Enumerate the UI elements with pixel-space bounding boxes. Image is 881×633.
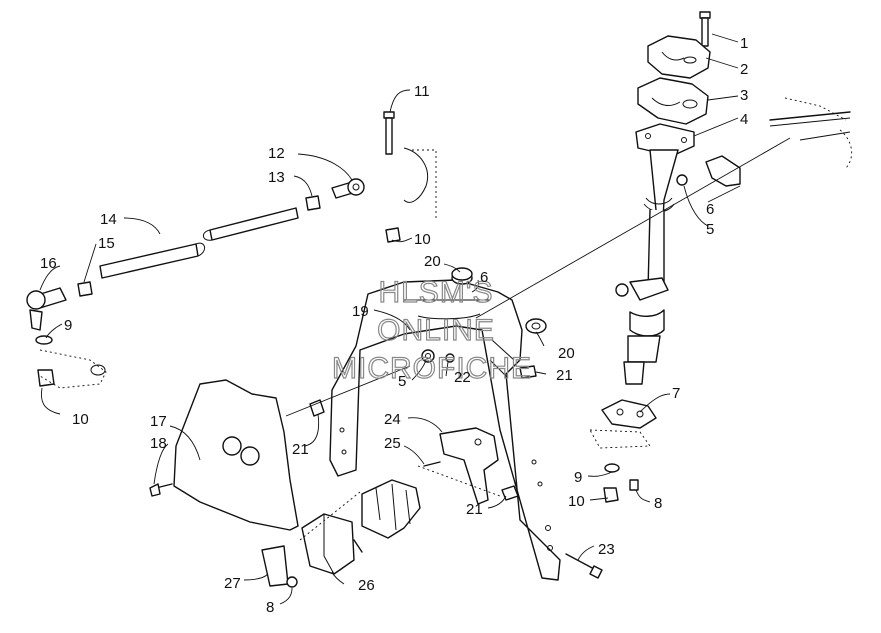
callout-3: 3 (740, 87, 748, 104)
callout-5-top: 5 (706, 221, 714, 238)
callout-labels: 1 2 3 4 5 5 6 6 7 8 8 9 9 10 10 10 11 12… (40, 35, 748, 616)
callout-16: 16 (40, 255, 57, 272)
callout-21-left: 21 (292, 441, 309, 458)
watermark-line-2: ONLINE (377, 314, 495, 347)
callout-23: 23 (598, 541, 615, 558)
callout-8-bottom: 8 (266, 599, 274, 616)
callout-7: 7 (672, 385, 680, 402)
callout-24: 24 (384, 411, 401, 428)
callout-5-frame: 5 (398, 373, 406, 390)
callout-9-left: 9 (64, 317, 72, 334)
steering-post-assembly (589, 11, 853, 503)
mount-plate-part-4 (635, 123, 695, 157)
bolt-part-1 (699, 11, 711, 47)
callout-27: 27 (224, 575, 241, 592)
callout-9-right: 9 (574, 469, 582, 486)
handlebar-cap-part-2 (647, 35, 711, 79)
callout-22: 22 (454, 369, 471, 386)
callout-1: 1 (740, 35, 748, 52)
watermark: HLSM'S ONLINE MICROFICHE (331, 275, 532, 385)
callout-15: 15 (98, 235, 115, 252)
callout-10-right: 10 (568, 493, 585, 510)
callout-25: 25 (384, 435, 401, 452)
lower-bracket-assembly (261, 479, 421, 588)
callout-6-frame: 6 (480, 269, 488, 286)
callout-20-right: 20 (558, 345, 575, 362)
steering-arm-part-7 (589, 399, 657, 449)
clamp-part-6-top (705, 155, 741, 187)
shield-panel-part-17 (149, 379, 299, 531)
callout-20-top: 20 (424, 253, 441, 270)
callout-2: 2 (740, 61, 748, 78)
tie-rod-assembly (26, 111, 437, 389)
nut-part-8-right (629, 479, 639, 491)
watermark-line-3: MICROFICHE (332, 352, 532, 385)
steering-post-tube (615, 149, 679, 385)
callout-18: 18 (150, 435, 167, 452)
callout-10-left: 10 (72, 411, 89, 428)
callout-12: 12 (268, 145, 285, 162)
callout-19: 19 (352, 303, 369, 320)
callout-26: 26 (358, 577, 375, 594)
callout-21-right: 21 (556, 367, 573, 384)
steering-support-frame (285, 137, 791, 581)
watermark-line-1: HLSM'S (378, 276, 493, 309)
callout-14: 14 (100, 211, 117, 228)
callout-6-top: 6 (706, 201, 714, 218)
callout-21-bottom: 21 (466, 501, 483, 518)
handlebar-block-part-3 (637, 77, 709, 125)
bushing-part-5-top (676, 174, 688, 186)
callout-10-upper: 10 (414, 231, 431, 248)
callout-4: 4 (740, 111, 748, 128)
callout-17: 17 (150, 413, 167, 430)
callout-11: 11 (414, 83, 430, 100)
callout-13: 13 (268, 169, 285, 186)
leader-lines (39, 33, 741, 605)
callout-8-right: 8 (654, 495, 662, 512)
washer-part-9-right (604, 463, 620, 473)
nut-part-10-right (603, 487, 619, 503)
